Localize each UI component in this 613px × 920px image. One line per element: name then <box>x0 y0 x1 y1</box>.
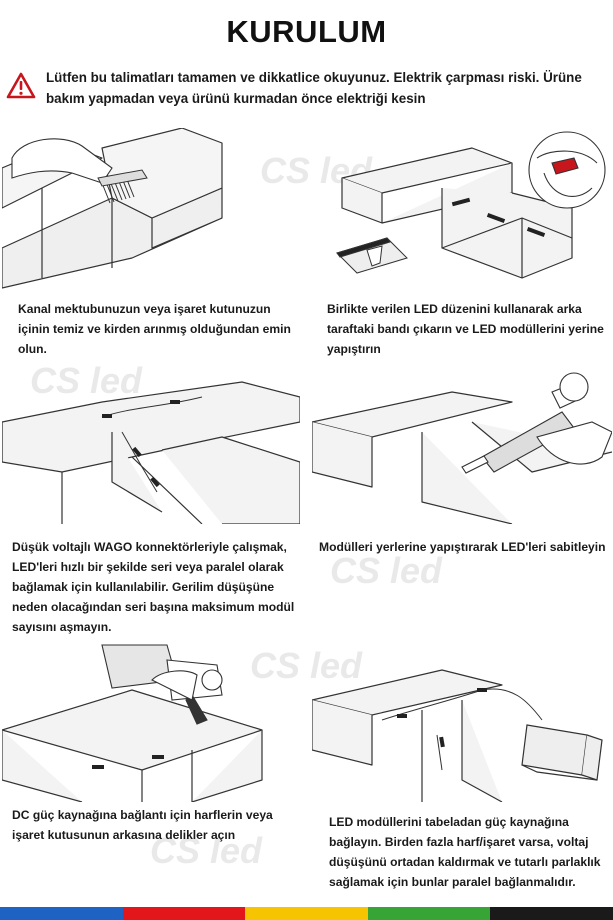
step-3-illustration <box>2 362 300 524</box>
color-bar-segment <box>0 907 123 920</box>
step-3-caption: Düşük voltajlı WAGO konnektörleriyle çal… <box>12 540 295 634</box>
brand-color-bar <box>0 907 613 920</box>
color-bar-segment <box>122 907 246 920</box>
step-6-illustration <box>312 640 612 802</box>
step-5-illustration <box>2 640 300 802</box>
step-6-caption: LED modüllerini tabeladan güç kaynağına … <box>329 815 601 889</box>
step-5-caption: DC güç kaynağına bağlantı için harflerin… <box>12 808 273 842</box>
step-2-caption: Birlikte verilen LED düzenini kullanarak… <box>327 302 604 356</box>
color-bar-segment <box>367 907 491 920</box>
warning-triangle-icon <box>6 72 36 99</box>
step-1-caption: Kanal mektubunuzun veya işaret kutunuzun… <box>18 302 291 356</box>
step-2-illustration <box>312 128 612 290</box>
step-4-illustration <box>312 362 612 524</box>
color-bar-segment <box>490 907 613 920</box>
step-4-caption: Modülleri yerlerine yapıştırarak LED'ler… <box>319 540 606 554</box>
warning-text: Lütfen bu talimatları tamamen ve dikkatl… <box>46 70 582 106</box>
page-title: KURULUM <box>226 14 387 49</box>
step-1-illustration <box>2 128 300 290</box>
color-bar-segment <box>245 907 368 920</box>
